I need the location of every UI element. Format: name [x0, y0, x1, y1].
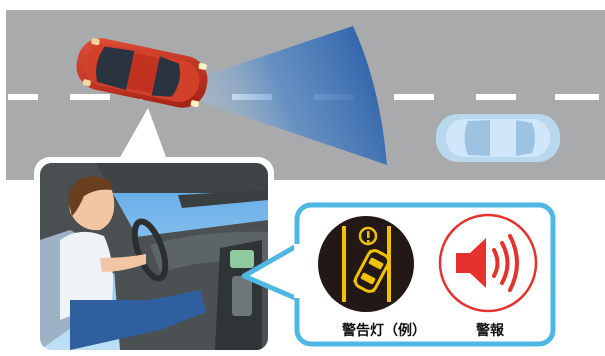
callout-pointer [114, 108, 170, 168]
warning-lamp-label: 警告灯（例） [342, 323, 426, 339]
driver-illustration [40, 163, 268, 350]
own-car [76, 38, 208, 108]
speaker-sound-icon [438, 213, 538, 313]
sensor-beam [196, 26, 387, 165]
alarm-label: 警報 [476, 323, 504, 339]
lane-departure-warning-icon [318, 216, 414, 312]
other-car [436, 114, 560, 162]
